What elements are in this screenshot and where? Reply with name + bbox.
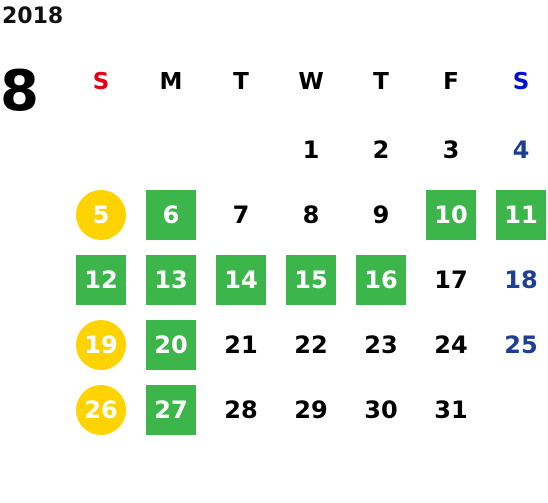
calendar-day-cell[interactable]: 14: [206, 248, 276, 313]
calendar-day: 13: [146, 255, 196, 305]
calendar-day-cell[interactable]: 23: [346, 313, 416, 378]
calendar-day-cell[interactable]: 1: [276, 118, 346, 183]
calendar-day-cell[interactable]: 20: [136, 313, 206, 378]
calendar-day: 31: [434, 396, 468, 424]
calendar-day-cell[interactable]: 2: [346, 118, 416, 183]
weekday-label: M: [159, 69, 183, 95]
calendar-day: 20: [146, 320, 196, 370]
calendar-day: 12: [76, 255, 126, 305]
calendar-day-cell[interactable]: 3: [416, 118, 486, 183]
calendar-day: 22: [294, 331, 328, 359]
calendar-day: 8: [302, 201, 320, 229]
calendar-day-cell[interactable]: 28: [206, 378, 276, 443]
calendar-day: 10: [426, 190, 476, 240]
calendar-day-cell[interactable]: 7: [206, 183, 276, 248]
calendar-day-cell[interactable]: 25: [486, 313, 548, 378]
calendar-month: 8: [0, 59, 39, 124]
calendar-day: 18: [504, 266, 538, 294]
calendar-day: 4: [512, 136, 530, 164]
calendar-day-cell[interactable]: 27: [136, 378, 206, 443]
calendar-day: 24: [434, 331, 468, 359]
weekday-label: S: [512, 69, 530, 95]
calendar-day-cell[interactable]: 4: [486, 118, 548, 183]
calendar-day: 5: [76, 190, 126, 240]
calendar-day-cell[interactable]: 26: [66, 378, 136, 443]
calendar-day: 25: [504, 331, 538, 359]
weekday-label: T: [233, 69, 249, 95]
calendar-day: 27: [146, 385, 196, 435]
calendar-day: 28: [224, 396, 258, 424]
calendar-day-cell[interactable]: 15: [276, 248, 346, 313]
calendar-day-cell[interactable]: 9: [346, 183, 416, 248]
calendar-day-cell[interactable]: 31: [416, 378, 486, 443]
calendar-day-cell[interactable]: 16: [346, 248, 416, 313]
calendar-day-cell[interactable]: 30: [346, 378, 416, 443]
weekday-label: S: [92, 69, 110, 95]
calendar-day-cell[interactable]: 8: [276, 183, 346, 248]
calendar-day-cell[interactable]: 22: [276, 313, 346, 378]
calendar-day: 11: [496, 190, 546, 240]
calendar-day-cell[interactable]: 24: [416, 313, 486, 378]
calendar-day: 14: [216, 255, 266, 305]
calendar-day-cell[interactable]: 21: [206, 313, 276, 378]
weekday-label: W: [298, 69, 324, 95]
calendar-day: 1: [302, 136, 320, 164]
calendar-day: 9: [372, 201, 390, 229]
calendar-day-cell[interactable]: 5: [66, 183, 136, 248]
calendar-day: 30: [364, 396, 398, 424]
calendar-day-cell[interactable]: 10: [416, 183, 486, 248]
calendar-day: 2: [372, 136, 390, 164]
calendar-day: 6: [146, 190, 196, 240]
calendar-day-cell[interactable]: 13: [136, 248, 206, 313]
calendar-day: 7: [232, 201, 250, 229]
calendar-day: 26: [76, 385, 126, 435]
calendar-year: 2018: [2, 4, 64, 29]
calendar-day: 21: [224, 331, 258, 359]
calendar-day: 16: [356, 255, 406, 305]
calendar-day: 3: [442, 136, 460, 164]
calendar-day: 23: [364, 331, 398, 359]
calendar-day-cell[interactable]: 17: [416, 248, 486, 313]
calendar-day-cell[interactable]: 18: [486, 248, 548, 313]
calendar-day: 29: [294, 396, 328, 424]
calendar-day-cell[interactable]: 6: [136, 183, 206, 248]
calendar-day: 15: [286, 255, 336, 305]
weekday-label: T: [373, 69, 389, 95]
calendar-day-cell[interactable]: 11: [486, 183, 548, 248]
weekday-label: F: [443, 69, 459, 95]
calendar-day: 19: [76, 320, 126, 370]
calendar-day-cell[interactable]: 19: [66, 313, 136, 378]
calendar-day-cell[interactable]: 12: [66, 248, 136, 313]
calendar-day: 17: [434, 266, 468, 294]
calendar-day-cell[interactable]: 29: [276, 378, 346, 443]
